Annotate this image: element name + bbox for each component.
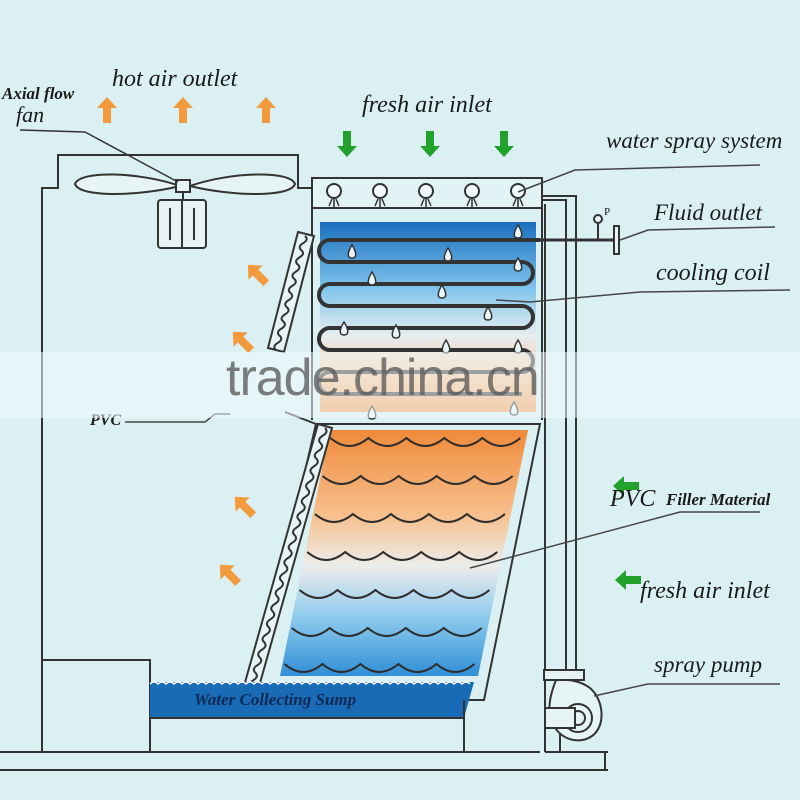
water-drop-icon: [347, 243, 357, 259]
water-drop-icon: [513, 223, 523, 239]
water-drop-icon: [367, 270, 377, 286]
fluid-outlet-label: Fluid outlet: [654, 200, 762, 225]
fresh-air-down-arrow-icon: [494, 131, 514, 157]
fresh-air-inlet-top-label: fresh air inlet: [362, 92, 492, 118]
pvc-wave: [248, 427, 328, 689]
watermark-text: trade.china.cn: [226, 349, 540, 407]
pvc-filler-prefix-label: PVC: [610, 486, 656, 512]
water-drop-icon: [391, 323, 401, 339]
pvc-waves: [248, 427, 328, 689]
axial-fan-label: Axial flow: [2, 84, 75, 103]
leader-lines: [125, 164, 791, 697]
water-spray-system-label: water spray system: [606, 128, 783, 153]
hot-air-up-arrow-icon: [173, 97, 193, 123]
hot-air-outlet-label: hot air outlet: [112, 66, 238, 92]
filler-wave-row: [322, 474, 514, 485]
fan-leader-line: [19, 129, 86, 133]
filler-wave-row: [306, 550, 498, 561]
axial-fan-icon: [73, 173, 297, 249]
water-drop-icon: [339, 320, 349, 336]
filler-wave-row: [291, 626, 483, 637]
cooling-coil-label: cooling coil: [656, 260, 770, 286]
hot-air-up-arrow-icon: [97, 97, 117, 123]
fill-section: [280, 430, 528, 676]
spray-nozzle-icon: [372, 183, 388, 207]
water-sump: [150, 682, 474, 718]
filler-waves: [283, 436, 522, 673]
water-drop-icon: [483, 305, 493, 321]
spray-nozzle-icon: [326, 183, 342, 207]
fresh-air-side-arrow-icon: [613, 476, 639, 496]
hot-air-diagonal-arrow-icon: [247, 264, 270, 287]
fresh-air-down-arrow-icon: [420, 131, 440, 157]
spray-pump-label: spray pump: [654, 652, 762, 677]
hot-air-diagonal-arrow-icon: [234, 496, 257, 519]
filler-material-label: Filler Material: [666, 490, 771, 509]
pressure-gauge-label: P: [604, 206, 611, 218]
filler-wave-row: [329, 436, 522, 447]
spray-nozzle-icon: [418, 183, 434, 207]
sump-surface: [149, 681, 471, 686]
airflow-arrows: [97, 97, 641, 590]
pvc-eliminator-upper: [266, 230, 316, 354]
sump-label: Water Collecting Sump: [194, 690, 357, 709]
return-pipe: [542, 195, 577, 752]
axial-fan-label-2: fan: [16, 102, 45, 127]
filler-wave-row: [283, 662, 476, 673]
hot-air-up-arrow-icon: [256, 97, 276, 123]
spray-pump-icon: [543, 669, 608, 770]
fan-leader-line-2: [84, 131, 179, 183]
filler-wave-row: [298, 588, 491, 599]
water-drop-icon: [437, 283, 447, 299]
water-drop-icon: [513, 256, 523, 272]
filler-wave-row: [314, 512, 506, 523]
hot-air-diagonal-arrow-icon: [219, 564, 242, 587]
water-drop-icon: [443, 246, 453, 262]
spray-nozzles: [326, 183, 526, 207]
spray-nozzle-icon: [464, 183, 480, 207]
fresh-air-inlet-side-label: fresh air inlet: [640, 578, 770, 604]
tower-housing: [0, 154, 608, 771]
fresh-air-side-arrow-icon: [615, 570, 641, 590]
fresh-air-down-arrow-icon: [337, 131, 357, 157]
hot-air-diagonal-arrow-icon: [232, 331, 255, 354]
spray-nozzle-icon: [510, 183, 526, 207]
fluid-outlet-pipe: [520, 214, 620, 255]
watermark-band: [0, 352, 800, 418]
